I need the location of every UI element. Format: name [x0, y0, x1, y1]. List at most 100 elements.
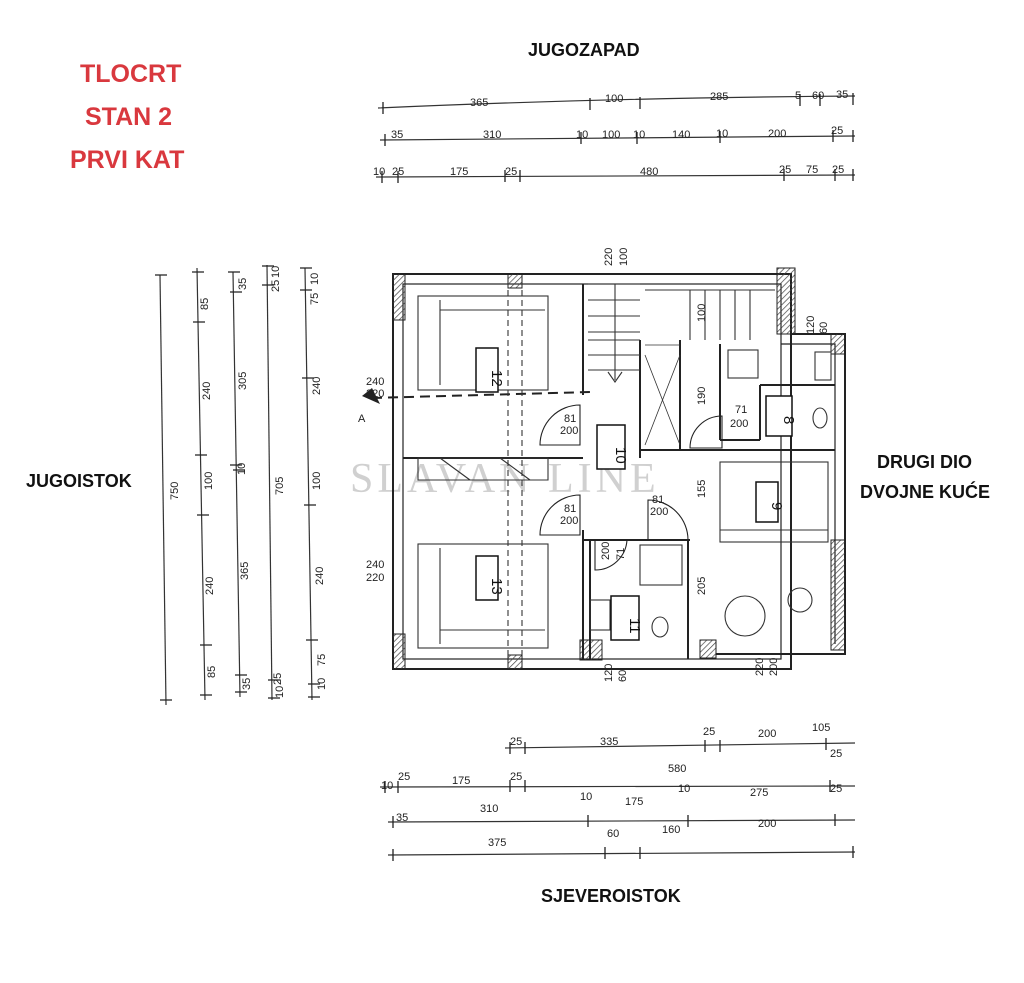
- dim-bottom-0-2: 25: [703, 726, 715, 738]
- dim-left-1-3: 240: [204, 577, 216, 595]
- dim-left-4-4: 240: [314, 567, 326, 585]
- dim-left-4-1: 75: [309, 293, 321, 305]
- direction-top-label: JUGOZAPAD: [528, 40, 640, 60]
- room-number-13: 13: [488, 578, 505, 595]
- opening-dim-20: 155: [696, 480, 708, 498]
- dim-bottom-2-3: 175: [625, 796, 643, 808]
- dim-top-1-0: 35: [391, 129, 403, 141]
- dim-left-3-3: 25: [272, 673, 284, 685]
- dim-bottom-0-1: 335: [600, 736, 618, 748]
- dim-top-2-0: 10: [373, 166, 385, 178]
- dim-top-1-1: 310: [483, 129, 501, 141]
- dim-bottom-3-1: 60: [607, 828, 619, 840]
- dim-left-4-2: 240: [311, 377, 323, 395]
- opening-dim-23: 220: [754, 658, 766, 676]
- room-number-9: 9: [768, 502, 785, 510]
- dim-top-0-0: 365: [470, 97, 488, 109]
- opening-dim-6: 120: [805, 316, 817, 334]
- room-number-10: 10: [612, 447, 629, 464]
- dim-bottom-1-1: 25: [398, 771, 410, 783]
- dim-left-2-2: 10: [236, 463, 248, 475]
- furniture-beds: [417, 280, 829, 655]
- plan-title-line3: PRVI KAT: [70, 146, 185, 174]
- dim-left-2-0: 35: [237, 278, 249, 290]
- dim-top-2-1: 25: [392, 166, 404, 178]
- dim-bottom-1-0: 10: [381, 780, 393, 792]
- dim-top-1-5: 140: [672, 129, 690, 141]
- dim-left-1-0: 85: [199, 298, 211, 310]
- dim-top-0-2: 285: [710, 91, 728, 103]
- hatched-wall-columns: [392, 267, 846, 670]
- dim-top-2-7: 25: [832, 164, 844, 176]
- direction-left-label: JUGOISTOK: [26, 471, 132, 491]
- opening-dim-2: 240: [366, 559, 384, 571]
- dim-left-1-1: 240: [201, 382, 213, 400]
- opening-dim-12: 81: [652, 494, 664, 506]
- opening-dim-24: 60: [617, 670, 629, 682]
- dim-top-2-5: 25: [779, 164, 791, 176]
- opening-dim-14: 71: [735, 404, 747, 416]
- dim-left-3-0: 10: [270, 266, 282, 278]
- bathroom-fixtures: [589, 349, 832, 638]
- plan-title-line1: TLOCRT: [80, 60, 182, 88]
- opening-dim-9: 200: [560, 425, 578, 437]
- dim-top-1-8: 25: [831, 125, 843, 137]
- room-number-12: 12: [488, 370, 505, 387]
- opening-dim-21: 205: [696, 577, 708, 595]
- dim-bottom-3-3: 200: [758, 818, 776, 830]
- dim-left-3-2: 705: [274, 477, 286, 495]
- room-number-11: 11: [626, 618, 643, 634]
- opening-dim-18: 100: [696, 304, 708, 322]
- dim-bottom-1-3: 25: [510, 771, 522, 783]
- dim-top-2-6: 75: [806, 164, 818, 176]
- direction-right-label-line1: DRUGI DIO: [877, 452, 973, 472]
- opening-dim-11: 200: [560, 515, 578, 527]
- dim-top-0-3: 5: [795, 90, 801, 102]
- opening-dim-10: 81: [564, 503, 576, 515]
- dim-left-4-6: 10: [316, 678, 328, 690]
- dim-top-2-2: 175: [450, 166, 468, 178]
- dim-left-4-5: 75: [316, 654, 328, 666]
- dim-top-1-7: 200: [768, 128, 786, 140]
- dim-bottom-0-3: 200: [758, 728, 776, 740]
- dim-bottom-2-1: 310: [480, 803, 498, 815]
- dim-left-2-1: 305: [237, 372, 249, 390]
- dim-top-1-3: 100: [602, 129, 620, 141]
- door-swings: [539, 404, 723, 571]
- dim-bottom-2-4: 10: [678, 783, 690, 795]
- opening-dim-5: 220: [603, 248, 615, 266]
- dim-left-2-3: 365: [239, 562, 251, 580]
- dim-top-0-5: 35: [836, 89, 848, 101]
- dim-top-2-3: 25: [505, 166, 517, 178]
- dimension-chains: [159, 95, 856, 856]
- dim-left-2-4: 35: [241, 678, 253, 690]
- opening-dim-7: 60: [818, 322, 830, 334]
- opening-dim-17: 200: [600, 542, 612, 560]
- dim-bottom-2-2: 10: [580, 791, 592, 803]
- dim-top-1-6: 10: [716, 128, 728, 140]
- dim-bottom-3-2: 160: [662, 824, 680, 836]
- dim-left-1-2: 100: [203, 472, 215, 490]
- dim-left-4-0: 10: [309, 273, 321, 285]
- room-numbers: 12 10 8 9 13 11: [488, 370, 797, 634]
- dim-bottom-0-0: 25: [510, 736, 522, 748]
- plan-title-line2: STAN 2: [85, 103, 173, 131]
- dim-left-3-4: 10: [274, 686, 286, 698]
- direction-right-label-line2: DVOJNE KUĆE: [860, 482, 991, 502]
- opening-dim-4: 100: [618, 248, 630, 266]
- room-labels: [475, 347, 793, 641]
- dim-bottom-2-5: 275: [750, 787, 768, 799]
- dim-bottom-2-0: 35: [396, 812, 408, 824]
- dim-left-0-0: 750: [169, 482, 181, 500]
- dim-bottom-1-2: 175: [452, 775, 470, 787]
- dim-top-0-1: 100: [605, 93, 623, 105]
- room-number-8: 8: [780, 416, 797, 424]
- dim-top-2-4: 480: [640, 166, 658, 178]
- opening-dim-0: 240: [366, 376, 384, 388]
- dim-top-1-2: 10: [576, 129, 588, 141]
- opening-dim-13: 200: [650, 506, 668, 518]
- opening-dim-22: 200: [768, 658, 780, 676]
- opening-dim-3: 220: [366, 572, 384, 584]
